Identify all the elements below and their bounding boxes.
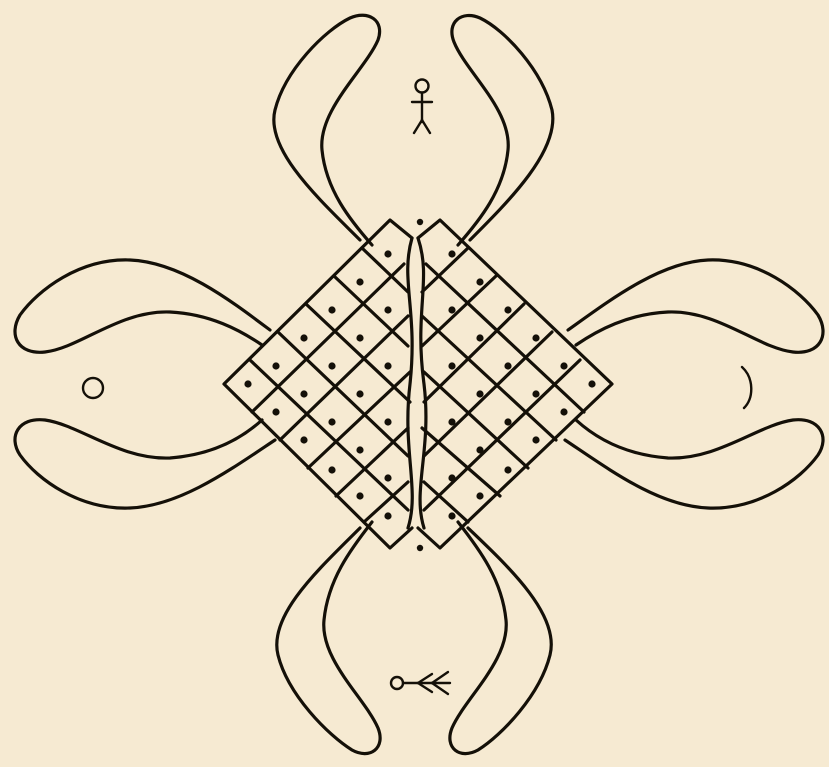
circle-icon <box>83 378 103 398</box>
cell-dot <box>560 408 567 415</box>
diamond-lattice <box>224 220 612 548</box>
cell-dot <box>476 278 483 285</box>
cell-dot <box>448 512 455 519</box>
lattice-right-lines-b <box>422 264 584 522</box>
cell-dot <box>300 390 307 397</box>
cell-dot <box>504 362 511 369</box>
cell-dot <box>300 334 307 341</box>
loop-top-right <box>452 15 553 245</box>
cell-dot <box>476 390 483 397</box>
cell-dot <box>384 474 391 481</box>
cell-dot <box>384 418 391 425</box>
crescent-moon-icon <box>742 367 751 408</box>
loop-bottom-right <box>450 522 551 754</box>
cell-dot <box>384 362 391 369</box>
cell-dot <box>356 492 363 499</box>
cell-dot <box>328 418 335 425</box>
cell-dot <box>476 492 483 499</box>
cell-dot <box>356 390 363 397</box>
cell-dot <box>448 474 455 481</box>
cell-dot <box>504 466 511 473</box>
cell-dot <box>356 334 363 341</box>
cell-dot <box>476 446 483 453</box>
lattice-left-lines-b <box>252 264 410 522</box>
cell-dot <box>384 250 391 257</box>
loop-right-upper <box>568 260 823 352</box>
cell-dot <box>300 436 307 443</box>
loop-top-left <box>274 15 380 245</box>
cell-dot <box>356 446 363 453</box>
fish-arrow-icon <box>391 672 450 694</box>
cell-dot <box>272 408 279 415</box>
cell-dot <box>356 278 363 285</box>
loop-right-lower <box>565 420 823 508</box>
cell-dot <box>384 512 391 519</box>
dot-bottom <box>417 545 423 551</box>
loop-left-lower <box>15 420 275 508</box>
cell-dot <box>504 418 511 425</box>
cell-dot <box>448 306 455 313</box>
stick-figure-icon <box>412 80 432 134</box>
cell-dot <box>384 306 391 313</box>
cell-dot <box>244 380 251 387</box>
cell-dot <box>504 306 511 313</box>
cell-dot <box>448 362 455 369</box>
dot-top <box>417 219 423 225</box>
cell-dot <box>476 334 483 341</box>
cell-dot <box>532 334 539 341</box>
loop-bottom-left <box>277 522 380 754</box>
cell-dot <box>560 362 567 369</box>
cell-dot <box>588 380 595 387</box>
lattice-center-split-left <box>408 238 413 528</box>
cell-dot <box>272 362 279 369</box>
cell-dot <box>328 466 335 473</box>
loop-left-upper <box>15 260 270 352</box>
cell-dot <box>448 250 455 257</box>
cell-dot <box>532 390 539 397</box>
cell-dot <box>328 306 335 313</box>
cell-dot <box>328 362 335 369</box>
cell-dot <box>532 436 539 443</box>
lattice-right-lines-a <box>422 248 580 510</box>
cell-dot <box>448 418 455 425</box>
